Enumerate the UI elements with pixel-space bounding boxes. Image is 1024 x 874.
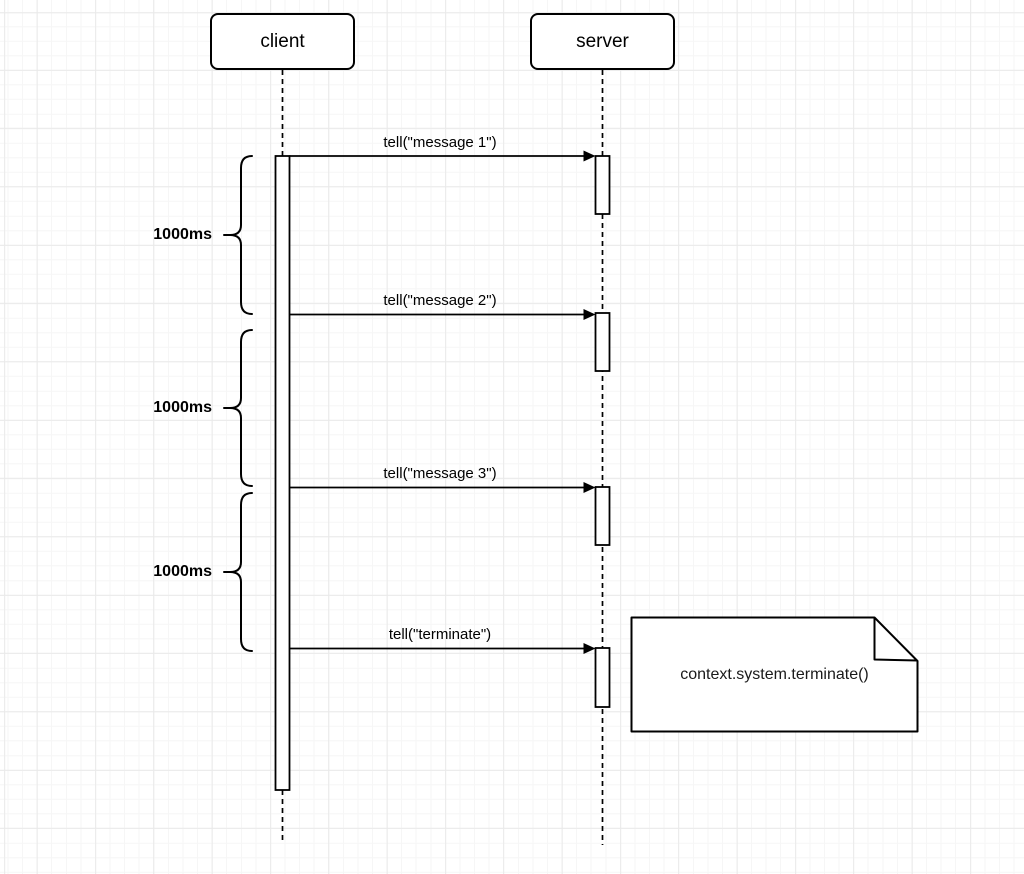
note-shape[interactable]: [630, 616, 919, 733]
duration-label-3[interactable]: 1000ms: [153, 563, 212, 580]
duration-brace-3[interactable]: [223, 492, 253, 652]
message-label-4[interactable]: tell("terminate"): [388, 626, 492, 643]
server-activation-bar-1[interactable]: [594, 155, 611, 215]
duration-label-1[interactable]: 1000ms: [153, 226, 212, 243]
duration-brace-2[interactable]: [223, 329, 253, 487]
message-label-2[interactable]: tell("message 2"): [383, 292, 497, 309]
actor-client-label: client: [260, 30, 305, 52]
duration-label-2[interactable]: 1000ms: [153, 399, 212, 416]
actor-server-label: server: [576, 30, 629, 52]
message-arrow-4[interactable]: [289, 643, 596, 654]
message-label-1[interactable]: tell("message 1"): [383, 134, 497, 151]
message-arrow-2[interactable]: [289, 309, 596, 320]
server-activation-bar-3[interactable]: [594, 486, 611, 546]
message-label-3[interactable]: tell("message 3"): [383, 465, 497, 482]
note-text[interactable]: context.system.terminate(): [680, 665, 869, 683]
server-activation-bar-4[interactable]: [594, 647, 611, 708]
server-activation-bar-2[interactable]: [594, 312, 611, 372]
message-arrow-1[interactable]: [289, 150, 596, 162]
duration-brace-1[interactable]: [223, 155, 253, 315]
actor-client[interactable]: client: [210, 13, 355, 70]
client-activation-bar[interactable]: [274, 155, 291, 791]
actor-server[interactable]: server: [530, 13, 675, 70]
note-fold-corner-icon: [873, 617, 918, 662]
message-arrow-3[interactable]: [289, 482, 596, 493]
